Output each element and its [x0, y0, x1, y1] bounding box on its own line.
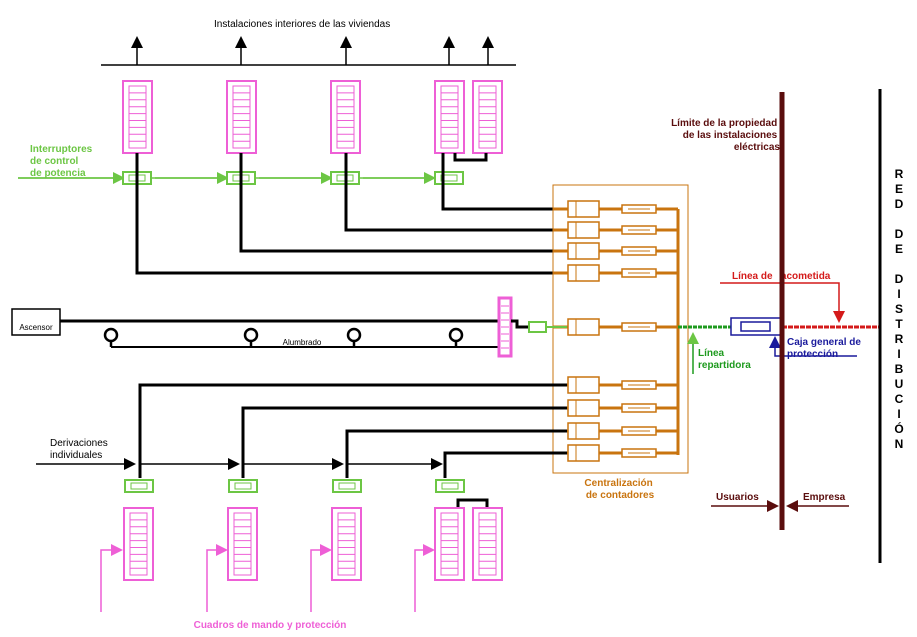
top-panel-3 [330, 80, 361, 154]
bottom-icp-1 [124, 479, 154, 493]
bottom-panel-4 [434, 507, 465, 581]
caja-general-fuse [740, 321, 771, 332]
top-panel-4 [434, 80, 465, 154]
label-derivaciones: Derivaciones individuales [50, 438, 111, 461]
top-arrows [131, 36, 494, 65]
servicios-panel-lines [501, 305, 509, 349]
red-letter: Ó [894, 421, 903, 436]
bottom-icp-4 [435, 479, 465, 493]
title-instalaciones: Instalaciones interiores de las vivienda… [214, 19, 390, 30]
red-letter: D [895, 272, 904, 286]
top-icp-boxes [122, 171, 464, 185]
meter-row-1 [553, 200, 678, 218]
red-letter: D [895, 227, 904, 241]
red-letter: I [897, 287, 900, 301]
meter-row-6 [553, 376, 678, 394]
label-cuadros: Cuadros de mando y protección [194, 620, 347, 631]
bottom-icp-3 [332, 479, 362, 493]
red-letter: I [897, 407, 900, 421]
top-control-panels [122, 80, 503, 154]
red-letter: R [895, 332, 904, 346]
red-letter: N [895, 437, 904, 451]
top-panel-5 [472, 80, 503, 154]
label-interruptores: Interruptores de control de potencia [30, 144, 95, 179]
meter-row-4 [553, 264, 678, 282]
top-panel-2 [226, 80, 257, 154]
caja-general-pointer [769, 336, 857, 357]
meter-row-8 [553, 422, 678, 440]
top-panel-1 [122, 80, 153, 154]
bottom-black-wires [138, 383, 567, 508]
pink-feed-lines [100, 544, 435, 612]
servicios-icp [528, 321, 547, 333]
red-letter: U [895, 377, 904, 391]
red-letter: C [895, 392, 904, 406]
bottom-panel-2 [227, 507, 258, 581]
bottom-icp-2 [228, 479, 258, 493]
ascensor-box [11, 308, 61, 336]
bottom-panel-1 [123, 507, 154, 581]
meter-row-7 [553, 399, 678, 417]
red-letter: T [895, 317, 903, 331]
label-empresa: Empresa [803, 492, 846, 503]
top-black-wires [135, 153, 567, 275]
label-centralizacion: Centralización de contadores [584, 478, 655, 501]
label-linea-repartidora: Línea repartidora [698, 348, 751, 371]
meter-rows [553, 200, 678, 462]
centralizacion-box [552, 184, 689, 474]
bottom-icp-boxes [124, 479, 465, 493]
label-caja-general: Caja general de protección [787, 337, 864, 360]
meter-row-5 [553, 318, 678, 336]
alumbrado-lamps [103, 327, 464, 347]
red-letter: D [895, 197, 904, 211]
meter-row-2 [553, 221, 678, 239]
red-letter: E [895, 182, 903, 196]
bottom-control-panels [123, 507, 503, 581]
meter-row-9 [553, 444, 678, 462]
meter-row-3 [553, 242, 678, 260]
label-limite: Límite de la propiedad de las instalacio… [671, 118, 780, 153]
top-icp-4 [434, 171, 464, 185]
red-letter: E [895, 242, 903, 256]
red-letter: S [895, 302, 903, 316]
red-letter: I [897, 347, 900, 361]
red-letter: B [895, 362, 904, 376]
label-ascensor: Ascensor [19, 323, 53, 332]
servicios-wire [511, 319, 528, 329]
label-alumbrado: Alumbrado [283, 338, 322, 347]
bottom-panel-5 [472, 507, 503, 581]
bottom-panel-3 [331, 507, 362, 581]
label-usuarios: Usuarios [716, 492, 759, 503]
acometida-pointer [720, 282, 845, 323]
red-letter: R [895, 167, 904, 181]
